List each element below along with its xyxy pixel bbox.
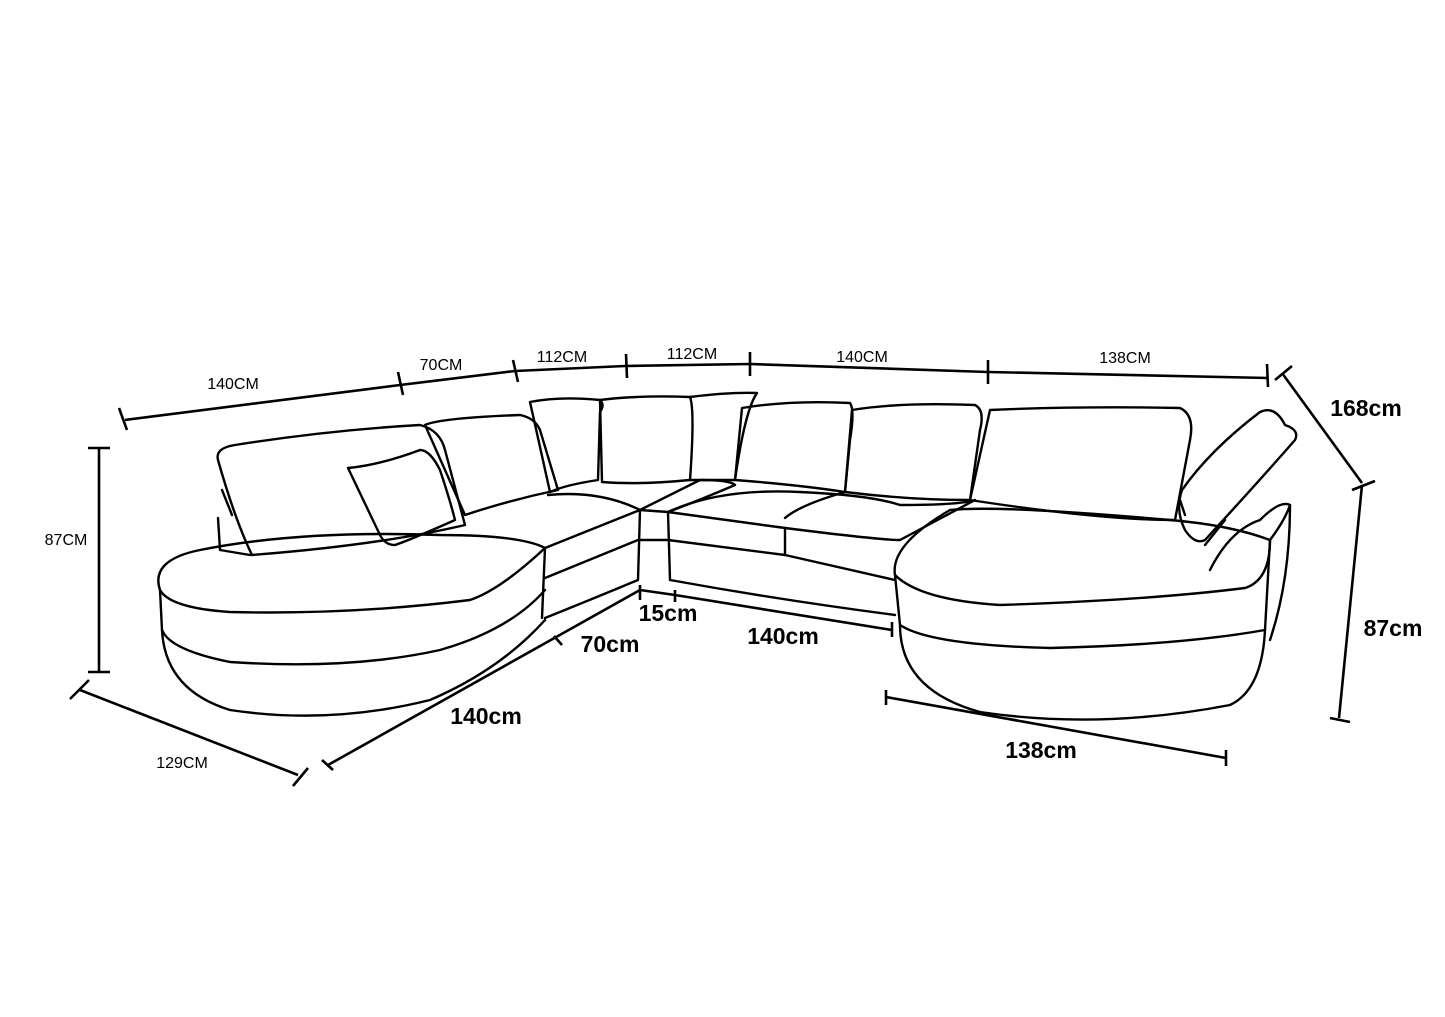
dim-label-top-112b: 112CM: [667, 346, 717, 363]
sofa-outline: [157, 391, 1298, 721]
dim-label-right-chaise: 138cm: [1005, 737, 1077, 763]
dim-label-top-140b: 140CM: [836, 349, 888, 366]
dim-label-top-70: 70CM: [420, 357, 463, 374]
dim-label-top-140: 140CM: [207, 376, 259, 393]
dim-label-corner-gap: 15cm: [639, 600, 698, 626]
dim-label-left-front: 140cm: [450, 703, 522, 729]
dim-label-top-138: 138CM: [1099, 350, 1151, 367]
dimension-lines: [69, 352, 1376, 787]
dim-label-top-112a: 112CM: [537, 349, 587, 366]
dim-label-center-front: 140cm: [747, 623, 819, 649]
dim-label-left-height: 87CM: [45, 532, 88, 549]
dim-label-right-height: 87cm: [1364, 615, 1423, 641]
dim-label-right-depth: 168cm: [1330, 395, 1402, 421]
dim-label-corner-depth: 70cm: [581, 631, 640, 657]
dim-label-left-depth: 129CM: [156, 755, 208, 772]
